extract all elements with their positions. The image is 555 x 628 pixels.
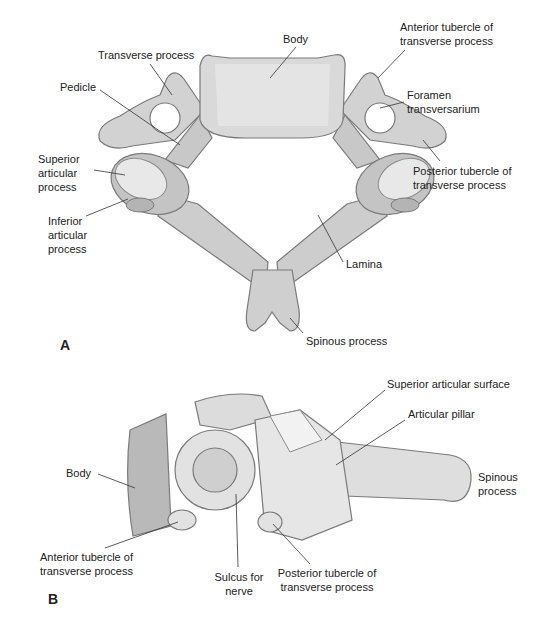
part-label: Spinous process [306, 334, 387, 348]
part-label: Superior articular surface [387, 377, 510, 391]
part-label: Pedicle [60, 80, 96, 94]
part-label: Superior articular process [38, 152, 98, 194]
part-label: Transverse process [98, 48, 194, 62]
figure-letter: A [60, 338, 70, 352]
part-label: Spinous process [478, 470, 533, 498]
figure-letter: B [48, 592, 58, 606]
part-label: Body [66, 466, 91, 480]
part-label: Articular pillar [408, 407, 475, 421]
part-label: Body [283, 32, 308, 46]
part-label: Anterior tubercle of transverse process [400, 20, 520, 48]
part-label: Sulcus for nerve [208, 570, 270, 598]
part-label: Inferior articular process [48, 214, 108, 256]
part-label: Posterior tubercle of transverse process [413, 164, 538, 192]
part-label: Anterior tubercle of transverse process [40, 550, 160, 578]
part-label: Foramen transversarium [407, 88, 507, 116]
part-label: Posterior tubercle of transverse process [262, 566, 392, 594]
part-label: Lamina [346, 257, 382, 271]
